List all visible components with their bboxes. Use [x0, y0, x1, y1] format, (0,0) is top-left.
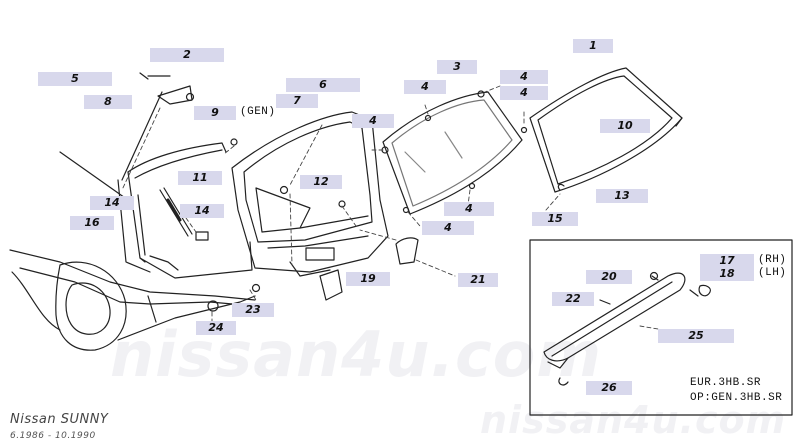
- callout-23[interactable]: 23: [232, 303, 274, 317]
- callout-24[interactable]: 24: [196, 321, 236, 335]
- variant-note-eur: EUR.3HB.SR: [690, 377, 762, 389]
- callout-4d[interactable]: 4: [352, 114, 394, 128]
- callout-3[interactable]: 3: [437, 60, 477, 74]
- callout-13[interactable]: 13: [596, 189, 648, 203]
- callout-9[interactable]: 9: [194, 106, 236, 120]
- callout-21[interactable]: 21: [458, 273, 498, 287]
- callout-15[interactable]: 15: [532, 212, 578, 226]
- callout-16[interactable]: 16: [70, 216, 114, 230]
- callout-12[interactable]: 12: [300, 175, 342, 189]
- callout-6[interactable]: 6: [286, 78, 360, 92]
- door-handle: [319, 237, 419, 301]
- callout-18[interactable]: 18: [700, 267, 754, 281]
- watermark-corner: nissan4u.com: [480, 398, 787, 442]
- callout-14b[interactable]: 14: [180, 204, 224, 218]
- spoiler-inset: [529, 239, 793, 416]
- back-door: [231, 111, 389, 277]
- callout-11[interactable]: 11: [178, 171, 222, 185]
- callout-1[interactable]: 1: [573, 39, 613, 53]
- callout-5[interactable]: 5: [38, 72, 112, 86]
- callout-20[interactable]: 20: [586, 270, 632, 284]
- callout-26[interactable]: 26: [586, 381, 632, 395]
- callout-14a[interactable]: 14: [90, 196, 134, 210]
- note-lh: (LH): [758, 267, 787, 279]
- callout-8[interactable]: 8: [84, 95, 132, 109]
- callout-4f[interactable]: 4: [422, 221, 474, 235]
- callout-2[interactable]: 2: [150, 48, 224, 62]
- vehicle-dates: 6.1986 - 10.1990: [10, 431, 96, 441]
- callout-4a[interactable]: 4: [500, 70, 548, 84]
- rear-glass: [382, 91, 523, 215]
- callout-4b[interactable]: 4: [404, 80, 446, 94]
- note-gen: (GEN): [240, 106, 276, 118]
- watermark-center: nissan4u.com: [110, 318, 602, 391]
- callout-19[interactable]: 19: [346, 272, 390, 286]
- callout-22[interactable]: 22: [552, 292, 594, 306]
- gas-strut: [159, 187, 209, 241]
- vehicle-model: Nissan SUNNY: [10, 412, 109, 427]
- callout-10[interactable]: 10: [600, 119, 650, 133]
- note-rh: (RH): [758, 254, 787, 266]
- variant-note-gen: OP:GEN.3HB.SR: [690, 392, 783, 404]
- weatherstrip: [529, 67, 683, 193]
- callout-25[interactable]: 25: [658, 329, 734, 343]
- reference-lines: [121, 85, 561, 323]
- callout-17[interactable]: 17: [700, 254, 754, 268]
- callout-7[interactable]: 7: [276, 94, 318, 108]
- callout-4c[interactable]: 4: [500, 86, 548, 100]
- car-body: [9, 91, 256, 351]
- callout-4e[interactable]: 4: [444, 202, 494, 216]
